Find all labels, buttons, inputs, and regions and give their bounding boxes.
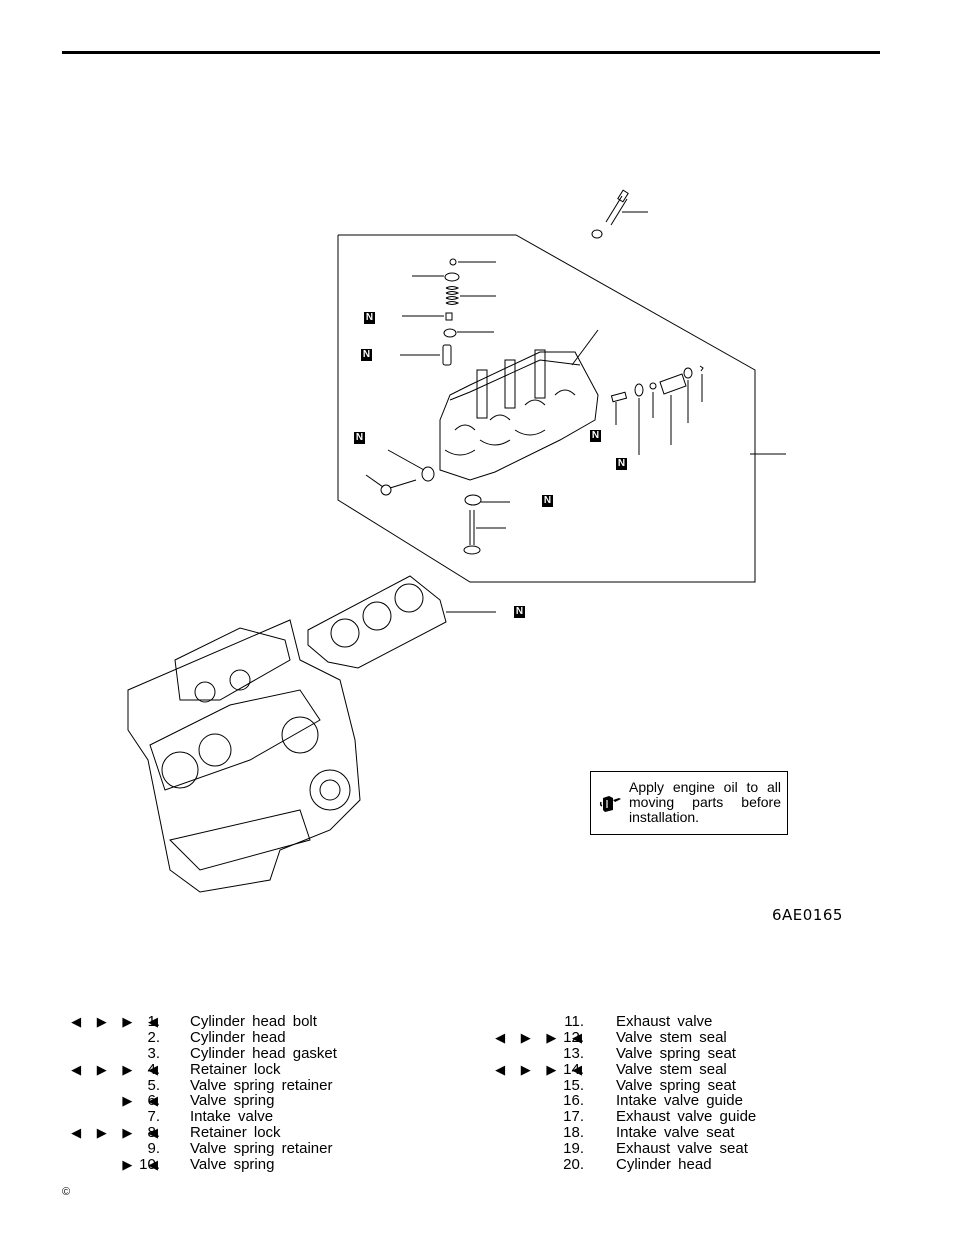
parts-list-item: 7. Intake valve — [60, 1109, 440, 1125]
assembly-boundary — [337, 234, 756, 583]
oil-can-icon — [599, 796, 621, 812]
parts-list-item: 15. Valve spring seat — [484, 1076, 884, 1094]
procedure-marks: ▶ ◀ — [122, 1157, 164, 1173]
procedure-marks: ◀ ▶ ▶ ◀ — [495, 1029, 588, 1045]
cylinder-head — [439, 329, 599, 481]
note-text: Apply engine oil to all moving parts bef… — [629, 779, 781, 825]
procedure-marks: ◀ ▶ ▶ ◀ — [71, 1014, 164, 1029]
part-number: 17. — [563, 1108, 584, 1126]
valve-parts-exhaust — [610, 365, 704, 455]
figure-code: 6AE0165 — [772, 906, 843, 924]
part-number: 4. — [147, 1060, 160, 1078]
part-label: Valve spring seat — [616, 1076, 736, 1094]
parts-list-item: 2. Cylinder head — [60, 1028, 440, 1046]
part-label: Valve spring retainer — [190, 1076, 333, 1094]
part-label: Exhaust valve seat — [616, 1140, 748, 1158]
part-number: 12. — [563, 1028, 584, 1046]
procedure-marks: ◀ ▶ ▶ ◀ — [71, 1061, 164, 1077]
part-number: 2. — [147, 1028, 160, 1046]
part-number: 5. — [147, 1076, 160, 1094]
part-label: Cylinder head — [190, 1028, 286, 1046]
part-label: Valve spring retainer — [190, 1140, 333, 1158]
part-number: 10. — [139, 1156, 160, 1174]
part-label: Valve stem seal — [616, 1028, 727, 1046]
engine-oil-note: Apply engine oil to all moving parts bef… — [590, 771, 788, 835]
part-number: 8. — [147, 1124, 160, 1142]
replace-badge: N — [590, 430, 601, 442]
part-number: 9. — [147, 1140, 160, 1158]
parts-list-item: ◀ ▶ ▶ ◀4. Retainer lock — [60, 1060, 440, 1078]
procedure-marks: ▶ ◀ — [122, 1093, 164, 1109]
replace-badge: N — [514, 606, 525, 618]
parts-list-item: ▶ ◀10. Valve spring — [60, 1157, 440, 1173]
intake-valve — [365, 449, 435, 496]
part-number: 11. — [564, 1013, 584, 1030]
part-label: Exhaust valve guide — [616, 1108, 757, 1126]
header-rule — [62, 51, 880, 54]
part-label: Valve spring — [190, 1156, 275, 1174]
part-label: Valve spring seat — [616, 1044, 736, 1062]
part-number: 3. — [147, 1044, 160, 1062]
parts-list-item: 5. Valve spring retainer — [60, 1076, 440, 1094]
parts-list-right: 11.Exhaust valve◀ ▶ ▶ ◀12.Valve stem sea… — [484, 1014, 884, 1173]
cylinder-head-gasket — [307, 575, 496, 669]
part-number: 19. — [563, 1140, 584, 1158]
part-number: 6. — [147, 1092, 160, 1110]
exploded-view-diagram — [127, 189, 786, 893]
replace-badge: N — [542, 495, 553, 507]
part-label: Valve stem seal — [616, 1060, 727, 1078]
parts-list-item: 9. Valve spring retainer — [60, 1141, 440, 1157]
parts-list-item: 16. Intake valve guide — [484, 1093, 884, 1109]
part-number: 15. — [563, 1076, 584, 1094]
part-label: Cylinder head gasket — [190, 1044, 337, 1062]
part-label: Intake valve — [190, 1108, 274, 1126]
parts-list-item: 18. Intake valve seat — [484, 1125, 884, 1141]
parts-list-item: 20. Cylinder head — [484, 1157, 884, 1173]
part-label: Exhaust valve — [616, 1013, 713, 1030]
part-label: Intake valve guide — [616, 1092, 743, 1110]
parts-list-item: 19. Exhaust valve seat — [484, 1141, 884, 1157]
cylinder-head-bolt — [591, 189, 648, 239]
parts-list-item: ◀ ▶ ▶ ◀14. Valve stem seal — [484, 1060, 884, 1078]
part-label: Retainer lock — [190, 1124, 281, 1142]
replace-badge: N — [616, 458, 627, 470]
parts-list-item: ◀ ▶ ▶ ◀8. Retainer lock — [60, 1125, 440, 1141]
part-label: Cylinder head bolt — [190, 1013, 317, 1030]
part-label: Valve spring — [190, 1092, 275, 1110]
replace-badge: N — [354, 432, 365, 444]
part-number: 16. — [563, 1092, 584, 1110]
parts-list-item: 3. Cylinder head gasket — [60, 1044, 440, 1062]
replace-badge: N — [361, 349, 372, 361]
engine-block — [127, 619, 361, 893]
procedure-marks: ◀ ▶ ▶ ◀ — [495, 1061, 588, 1077]
parts-list-item: ◀ ▶ ▶ ◀12. Valve stem seal — [484, 1028, 884, 1046]
part-number: 7. — [147, 1108, 160, 1126]
parts-list-item: 11. Exhaust valve — [484, 1014, 884, 1030]
parts-list-item: ◀ ▶ ▶ ◀1. Cylinder head bolt — [60, 1014, 440, 1030]
parts-list-item: 17. Exhaust valve guide — [484, 1109, 884, 1125]
copyright-mark: © — [62, 1186, 71, 1198]
part-number: 18. — [563, 1124, 584, 1142]
part-number: 13. — [563, 1044, 584, 1062]
procedure-marks: ◀ ▶ ▶ ◀ — [71, 1125, 164, 1141]
replace-badge: N — [364, 312, 375, 324]
part-label: Retainer lock — [190, 1060, 281, 1078]
part-label: Cylinder head — [616, 1156, 712, 1174]
valve-parts-intake — [400, 258, 496, 366]
parts-list-item: ▶ ◀6. Valve spring — [60, 1093, 440, 1109]
exhaust-valve — [463, 494, 510, 555]
parts-list-item: 13. Valve spring seat — [484, 1044, 884, 1062]
part-number: 14. — [563, 1060, 584, 1078]
part-number: 1. — [147, 1013, 160, 1030]
part-label: Intake valve seat — [616, 1124, 735, 1142]
part-number: 20. — [563, 1156, 584, 1174]
